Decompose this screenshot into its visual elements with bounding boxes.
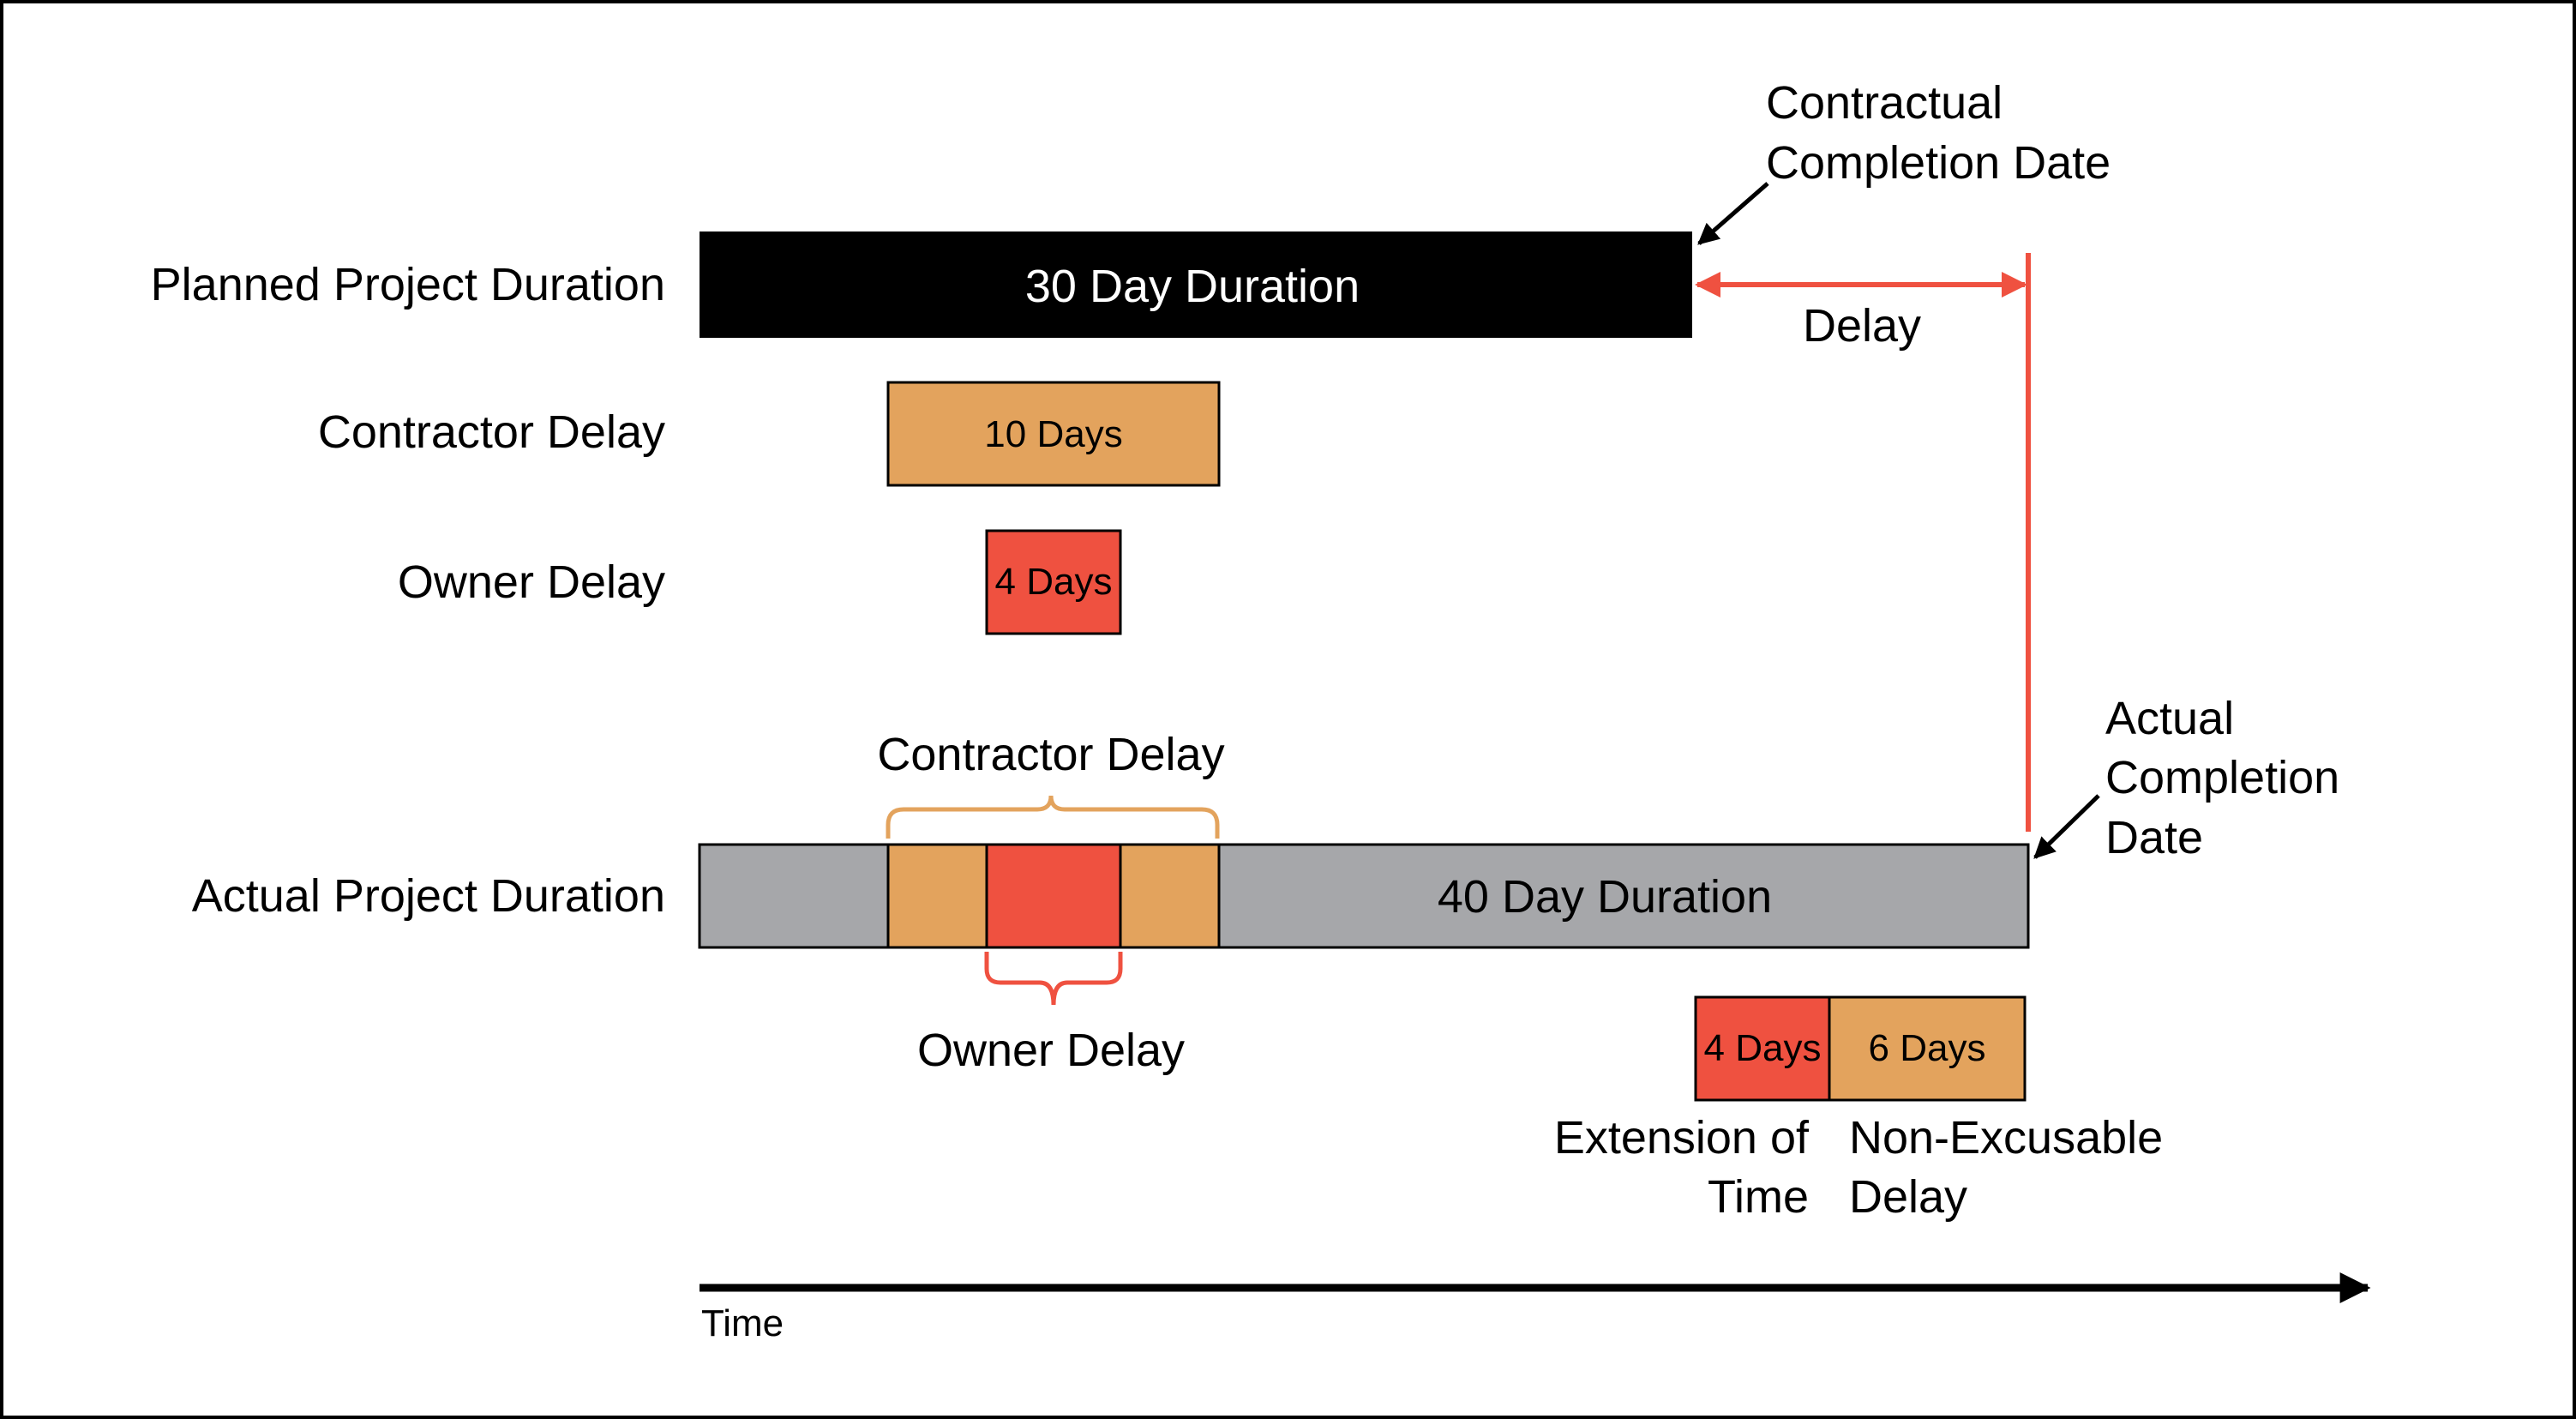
actual-completion-line3: Date xyxy=(2105,812,2203,863)
delay-label: Delay xyxy=(1803,300,1921,352)
row-label-actual: Actual Project Duration xyxy=(192,870,665,922)
owner-delay-bar xyxy=(985,529,1122,635)
extension-of-time-bar-label: 4 Days xyxy=(1704,1027,1822,1069)
actual-completion-line1: Actual xyxy=(2105,693,2234,744)
contractual-completion-line1: Contractual xyxy=(1766,77,2003,129)
actual-duration-label: 40 Day Duration xyxy=(1438,871,1772,923)
non-excusable-line1: Non-Excusable xyxy=(1849,1112,2163,1163)
actual-completion-arrow xyxy=(2033,794,2100,859)
non-excusable-delay-bar-label: 6 Days xyxy=(1869,1027,1986,1069)
planned-duration-label: 30 Day Duration xyxy=(1025,261,1360,312)
actual-contractor-segment-right xyxy=(1119,843,1221,949)
contractor-delay-bar xyxy=(886,381,1221,487)
contractor-brace-label: Contractor Delay xyxy=(877,729,1224,780)
row-label-planned: Planned Project Duration xyxy=(151,259,665,310)
owner-brace-label: Owner Delay xyxy=(917,1025,1185,1076)
contractual-completion-arrow xyxy=(1697,182,1769,245)
row-label-contractor-delay: Contractor Delay xyxy=(318,406,665,458)
row-label-owner-delay: Owner Delay xyxy=(398,556,665,608)
owner-delay-bar-label: 4 Days xyxy=(995,561,1113,603)
contractor-delay-bar-label: 10 Days xyxy=(984,413,1122,455)
contractual-completion-line2: Completion Date xyxy=(1766,137,2111,189)
non-excusable-delay-bar xyxy=(1828,995,2027,1102)
actual-contractor-segment-left xyxy=(886,843,988,949)
actual-owner-segment xyxy=(985,843,1122,949)
non-excusable-line2: Delay xyxy=(1849,1171,1967,1223)
planned-duration-bar xyxy=(700,231,1692,338)
owner-brace xyxy=(984,952,1123,1006)
time-axis-label: Time xyxy=(701,1302,784,1344)
extension-of-time-line2: Time xyxy=(1708,1171,1809,1223)
contractor-brace xyxy=(886,795,1220,839)
extension-of-time-line1: Extension of xyxy=(1554,1112,1810,1163)
actual-completion-line2: Completion xyxy=(2105,752,2339,803)
